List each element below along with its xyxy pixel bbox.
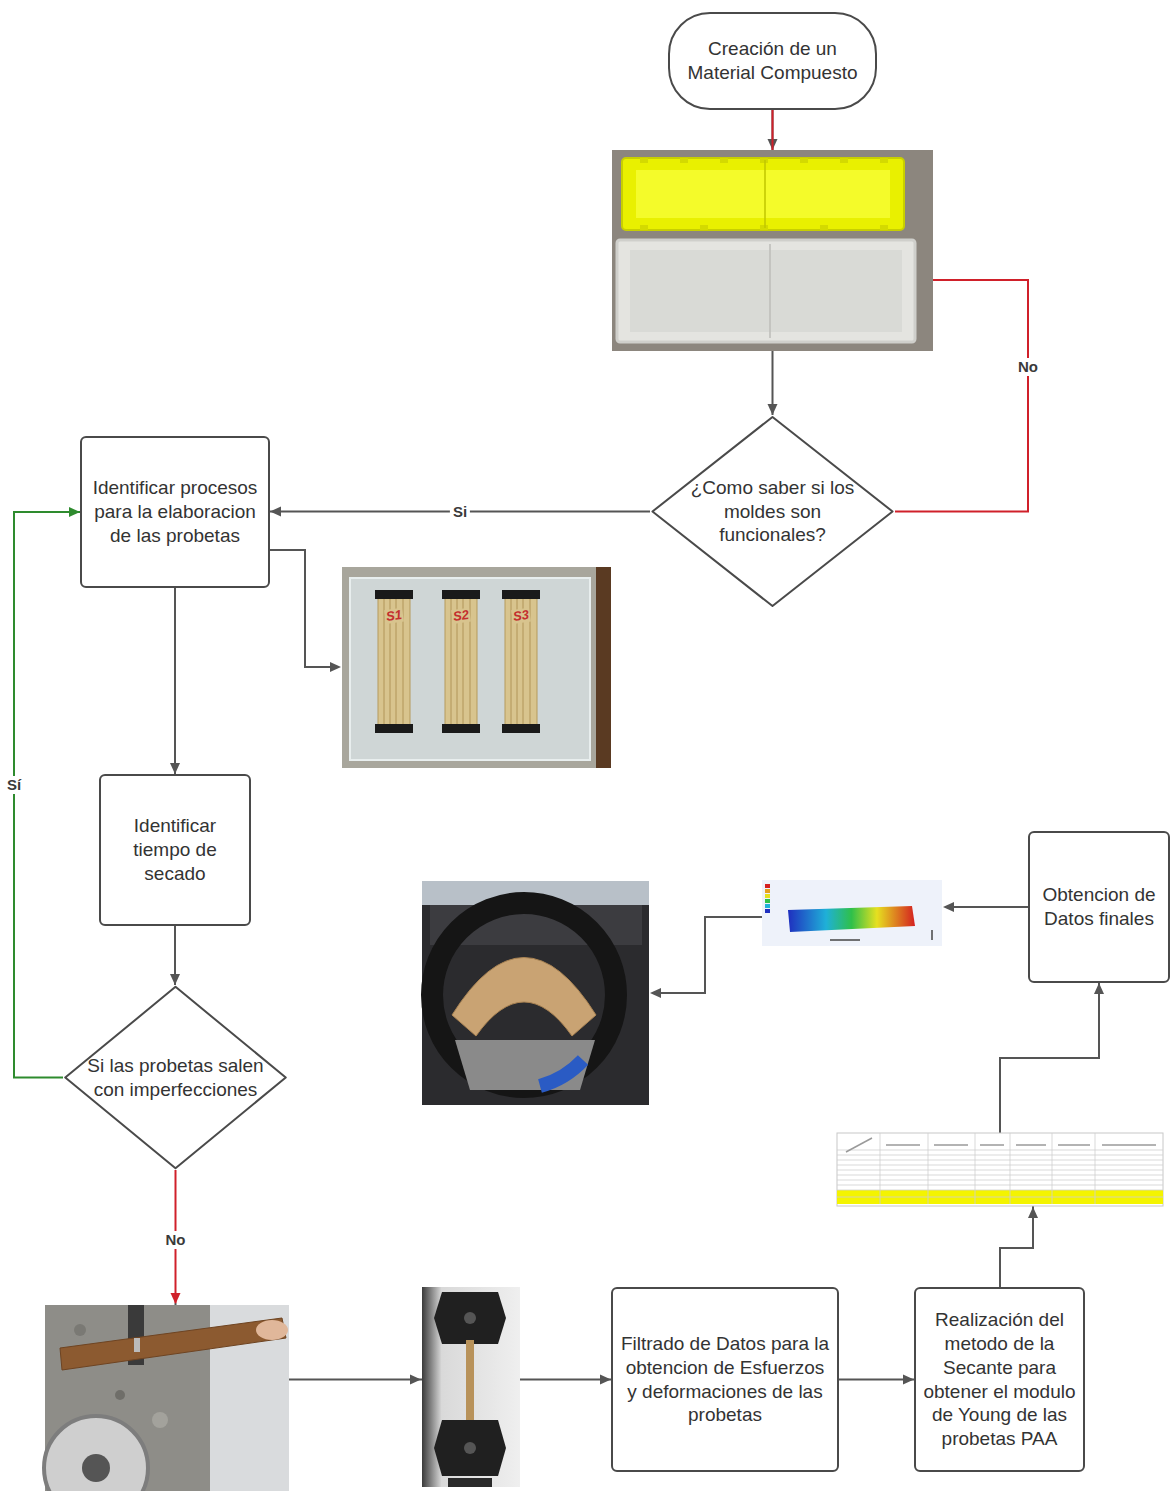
edge-label: No (163, 1231, 189, 1249)
connector-line (174, 588, 176, 774)
process-box: Filtrado de Datos para la obtencion de E… (611, 1287, 839, 1472)
node-label: Identificar procesos para la elaboracion… (88, 476, 262, 548)
start-terminal: Creación de un Material Compuesto (668, 12, 877, 110)
node-text: Obtencion de Datos finales (1036, 883, 1162, 931)
node-label: Si las probetas salen con imperfecciones (83, 1054, 269, 1102)
arrowhead (1028, 1207, 1038, 1218)
arrowhead (410, 1375, 421, 1385)
node-text: Si las probetas salen con imperfecciones (83, 1054, 269, 1102)
node-text: Creación de un Material Compuesto (676, 37, 869, 85)
flow-connector (170, 588, 180, 774)
results-table-image (837, 1133, 1163, 1206)
specimen-mark: S3 (511, 608, 531, 625)
diamond-outline (652, 417, 892, 606)
node-label: Filtrado de Datos para la obtencion de E… (619, 1332, 831, 1428)
arrowhead (768, 404, 778, 415)
arrowhead (270, 507, 281, 517)
node-label: Realización del metodo de la Secante par… (922, 1308, 1077, 1452)
arrowhead (1094, 983, 1104, 994)
specimen-mark: S1 (384, 608, 404, 625)
node-label: Identificar tiempo de secado (107, 814, 243, 886)
specimen-photo (342, 567, 611, 768)
node-text: Identificar tiempo de secado (107, 814, 243, 886)
process-box: Realización del metodo de la Secante par… (914, 1287, 1085, 1472)
node-text: ¿Como saber si los moldes son funcionale… (689, 476, 857, 548)
edge-label: Sí (4, 776, 24, 794)
drilling-photo (44, 1305, 289, 1491)
node-text: Filtrado de Datos para la obtencion de E… (619, 1332, 831, 1428)
simulation-image (762, 880, 942, 946)
arrowhead (903, 1375, 914, 1385)
process-box: Identificar procesos para la elaboracion… (80, 436, 270, 588)
connector-line (839, 1379, 914, 1381)
arrowhead (69, 507, 80, 517)
process-box: Identificar tiempo de secado (99, 774, 251, 926)
diamond-outline (63, 985, 288, 1170)
arrowhead (170, 763, 180, 774)
steering-wheel-photo (422, 881, 649, 1105)
node-label: Obtencion de Datos finales (1036, 883, 1162, 931)
arrowhead (600, 1375, 611, 1385)
decision-diamond: ¿Como saber si los moldes son funcionale… (650, 415, 895, 608)
node-label: Creación de un Material Compuesto (676, 37, 869, 85)
diamond-outline (65, 987, 286, 1168)
connector-line (14, 512, 80, 1078)
node-label: ¿Como saber si los moldes son funcionale… (689, 476, 857, 548)
flow-connector (839, 1375, 914, 1385)
edge-label: No (1015, 358, 1041, 376)
flow-connector (170, 926, 180, 985)
molds-photo (612, 150, 933, 351)
tensile-test-photo (422, 1287, 520, 1487)
specimen-mark: S2 (451, 608, 471, 625)
edge-label: Si (450, 503, 470, 521)
decision-diamond: Si las probetas salen con imperfecciones (63, 985, 288, 1170)
node-text: Identificar procesos para la elaboracion… (88, 476, 262, 548)
process-box: Obtencion de Datos finales (1028, 831, 1170, 983)
arrowhead (171, 1293, 181, 1304)
node-text: Realización del metodo de la Secante par… (922, 1308, 1077, 1452)
arrowhead (170, 974, 180, 985)
